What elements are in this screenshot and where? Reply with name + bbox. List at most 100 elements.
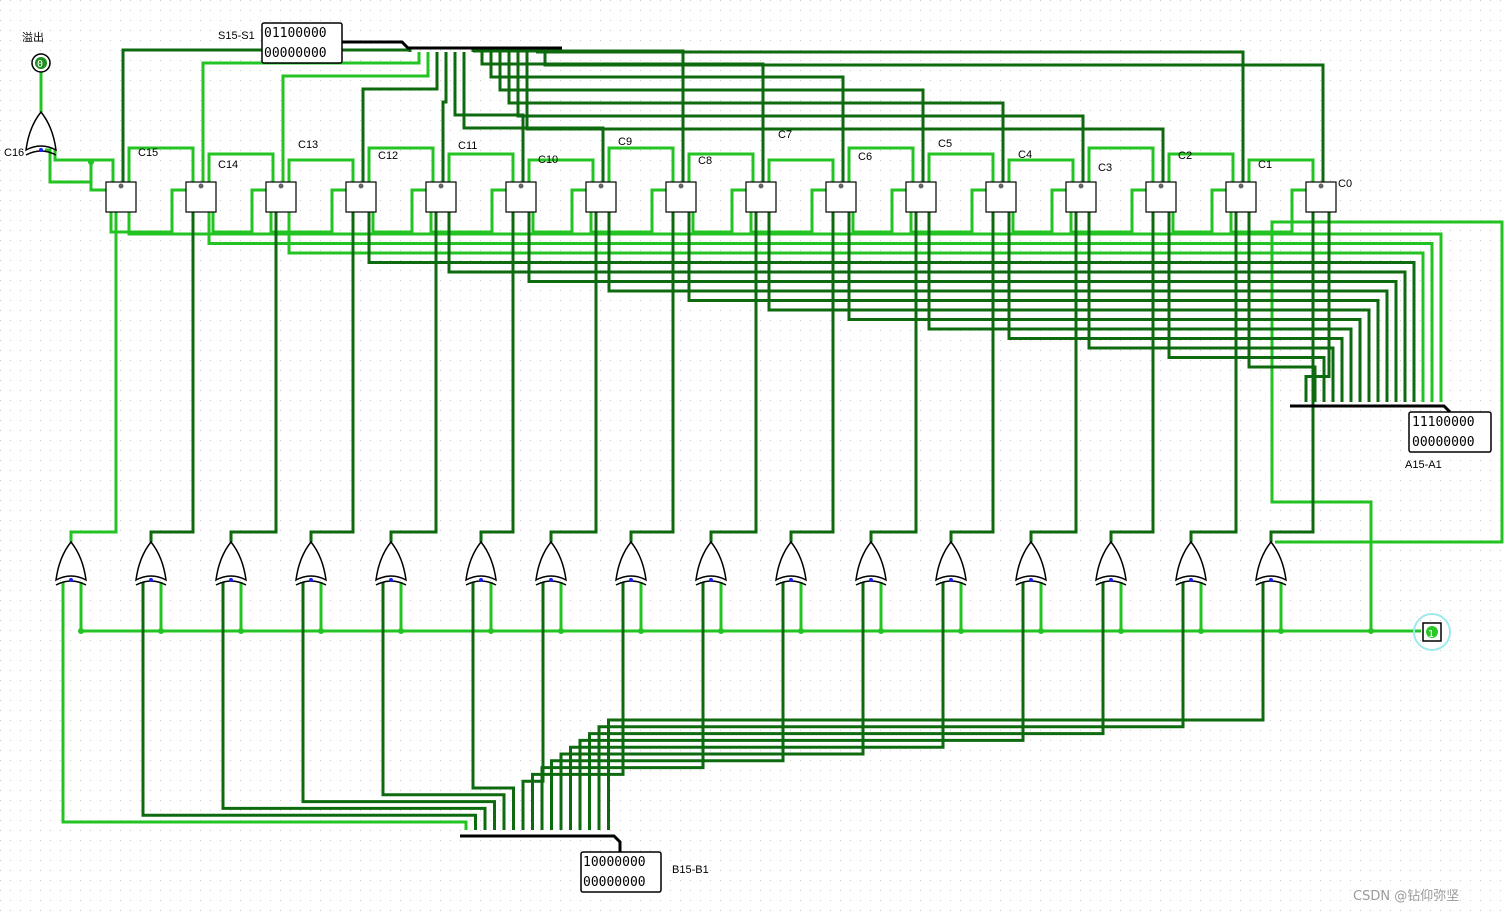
a-bus <box>1290 404 1452 414</box>
b-input-wire <box>381 582 506 830</box>
xor-pin-dot <box>479 578 483 582</box>
carry-label-c13: C13 <box>298 139 318 151</box>
sum-wire <box>543 52 1325 182</box>
xor-body <box>1095 540 1127 582</box>
xor-gate-5 <box>465 540 497 586</box>
sub-junction <box>78 628 84 634</box>
xor-pin-dot <box>949 578 953 582</box>
overflow-in-wire-1 <box>53 150 91 162</box>
b-input-wire <box>540 582 705 830</box>
sub-pin-value: 1 <box>1428 629 1434 640</box>
xor-pin-dot <box>549 578 553 582</box>
adder-pin-dot <box>598 183 604 189</box>
xor-body <box>615 540 647 582</box>
overflow-in-wire-2 <box>45 148 91 184</box>
xor-gate-14 <box>1175 540 1207 586</box>
xor-to-adder-wire <box>629 212 675 542</box>
xor-gate-10 <box>855 540 887 586</box>
b-input-wire <box>578 582 1025 830</box>
carry-loop-wire <box>1069 188 1146 234</box>
xor-to-adder-wire <box>549 212 598 542</box>
full-adder-c8 <box>665 181 697 213</box>
adder-pin-dot <box>1238 183 1244 189</box>
xor-pin-dot <box>309 578 313 582</box>
xor-gate-12 <box>1015 540 1047 586</box>
b-input-wire <box>531 582 625 830</box>
sub-junction <box>398 628 404 634</box>
xor-to-adder-wire <box>479 212 515 542</box>
carry-label-c4: C4 <box>1018 149 1032 161</box>
c0-input-wire <box>1270 220 1373 631</box>
overflow-pin-led <box>35 57 47 69</box>
sub-junction <box>798 628 804 634</box>
xor-to-adder-wire <box>229 212 278 542</box>
sum-wire <box>516 52 1085 182</box>
sum-wire <box>361 52 439 182</box>
a-input-wire <box>1087 212 1335 402</box>
xor-body <box>775 540 807 582</box>
xor-body <box>295 540 327 582</box>
carry-loop-wire <box>1229 188 1306 234</box>
xor-pin-dot <box>149 578 153 582</box>
s-bus-label: S15-S1 <box>218 30 255 42</box>
carry-loop-wire <box>211 188 266 234</box>
xor-pin-dot <box>629 578 633 582</box>
a-input-wire <box>847 212 1362 402</box>
wires-layer <box>39 48 1504 830</box>
a-input-wire <box>367 212 1416 402</box>
b-input-wire <box>471 582 515 830</box>
carry-label-c6: C6 <box>858 151 872 163</box>
b-input-wire <box>569 582 945 830</box>
sum-wire <box>453 52 525 182</box>
a-input-wire <box>607 212 1389 402</box>
xor-body <box>695 540 727 582</box>
xor-body <box>535 540 567 582</box>
b-input-wire <box>221 582 487 830</box>
adder-pin-dot <box>118 183 124 189</box>
b-input-wire <box>607 582 1265 830</box>
a-input-wire <box>767 212 1371 402</box>
xor-body <box>25 110 57 152</box>
adder-pin-dot <box>438 183 444 189</box>
sub-loop-wire <box>1275 220 1504 544</box>
carry-label-c15: C15 <box>138 147 158 159</box>
xor-to-adder-wire <box>389 212 438 542</box>
xor-pin-dot <box>39 148 43 152</box>
xor-to-adder-wire <box>949 212 995 542</box>
xor-body <box>1015 540 1047 582</box>
b-input-wire <box>301 582 496 830</box>
xor-gate-0 <box>55 540 87 586</box>
sub-junction <box>878 628 884 634</box>
xor-pin-dot <box>69 578 73 582</box>
sub-junction <box>1368 628 1374 634</box>
carry-link-wire <box>847 146 915 182</box>
xor-to-adder-wire <box>789 212 835 542</box>
carry-loop-wire <box>851 188 906 234</box>
b-probe-row2: 00000000 <box>583 875 646 890</box>
sub-junction <box>1198 628 1204 634</box>
carry-out-label: C16 <box>4 147 24 159</box>
a-input-wire <box>1304 212 1331 402</box>
xor-gate-1 <box>135 540 167 586</box>
sub-junction <box>638 628 644 634</box>
carry-label-c12: C12 <box>378 150 398 162</box>
xor-gate-2 <box>215 540 247 586</box>
xor-to-adder-wire <box>69 212 118 542</box>
adder-pin-dot <box>678 183 684 189</box>
carry-link-wire <box>127 146 195 182</box>
a-input-wire <box>1247 212 1317 402</box>
overflow-label: 溢出 <box>22 30 44 44</box>
sub-junction <box>958 628 964 634</box>
s-bus <box>322 40 562 50</box>
a-probe-row1: 11100000 <box>1412 415 1475 430</box>
bus-layer <box>322 40 1452 852</box>
adder-pin-dot <box>198 183 204 189</box>
carry-loop-wire <box>691 188 746 234</box>
carry-loop-wire <box>749 188 826 234</box>
carry-label-c5: C5 <box>938 138 952 150</box>
a-input-wire <box>1167 212 1326 402</box>
sub-junction <box>1278 628 1284 634</box>
carry-link-wire <box>767 158 835 182</box>
